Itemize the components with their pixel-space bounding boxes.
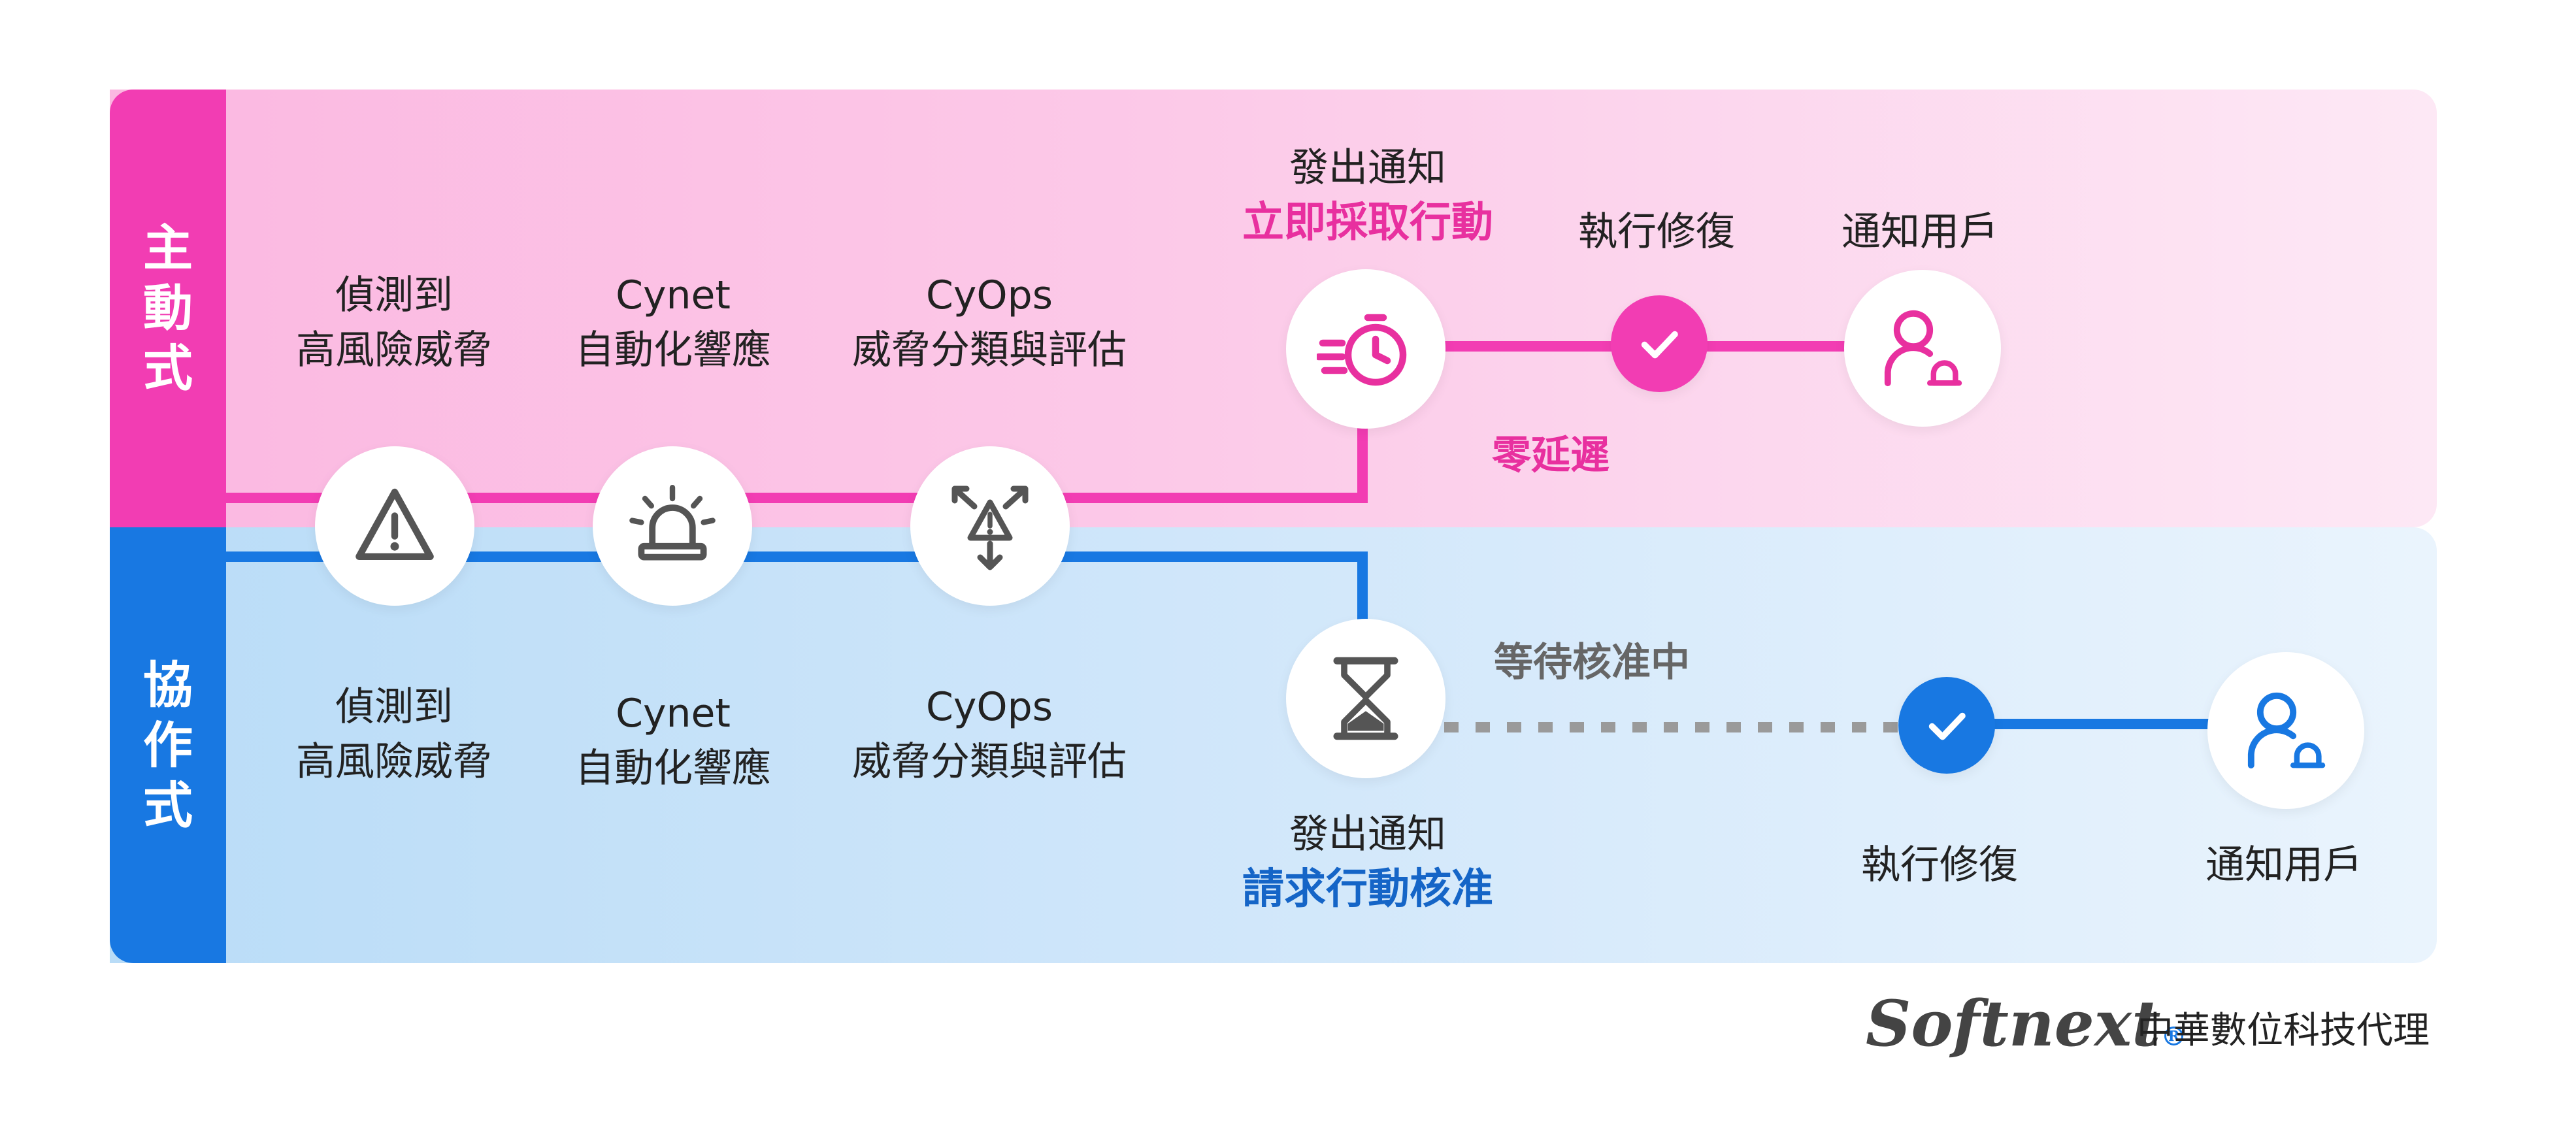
active-mode-label: 主 動 式 xyxy=(110,90,226,527)
warning-triangle-icon xyxy=(315,446,474,606)
step-label: CyOps 威脅分類與評估 xyxy=(852,268,1127,378)
threat-triage-icon xyxy=(910,446,1070,606)
hourglass-icon xyxy=(1286,619,1445,778)
step-label-line: 自動化響應 xyxy=(575,327,771,373)
step-label-line: Cynet xyxy=(616,691,731,736)
collaborative-mode-band xyxy=(110,527,2437,963)
active-mode-char: 式 xyxy=(143,339,193,397)
active-mode-band xyxy=(110,90,2437,527)
notify-action-text: 立即採取行動 xyxy=(1242,199,1493,247)
collab-notify-user-label: 通知用戶 xyxy=(2205,842,2362,888)
notify-action-text: 請求行動核准 xyxy=(1242,865,1493,913)
step-label: Cynet 自動化響應 xyxy=(575,268,771,378)
active-mode-char: 動 xyxy=(143,279,193,337)
brand-registered-mark: ® xyxy=(2160,1021,2187,1052)
collab-notify-label: 發出通知 請求行動核准 xyxy=(1242,807,1493,917)
step-label-line: CyOps xyxy=(926,272,1053,318)
active-mode-char: 主 xyxy=(143,219,193,277)
brand-name: Softnext xyxy=(1866,987,2161,1061)
active-notify-user-label: 通知用戶 xyxy=(1841,209,1998,255)
step-label-line: 偵測到 xyxy=(335,684,453,730)
check-icon xyxy=(1898,677,1995,774)
zero-delay-tag: 零延遲 xyxy=(1492,433,1610,478)
collab-remediate-label: 執行修復 xyxy=(1861,842,2018,888)
active-remediate-label: 執行修復 xyxy=(1578,209,1735,255)
step-label-line: Cynet xyxy=(616,272,731,318)
step-label: CyOps 威脅分類與評估 xyxy=(852,680,1127,789)
active-notify-label: 發出通知 立即採取行動 xyxy=(1242,140,1493,250)
step-label-line: 威脅分類與評估 xyxy=(852,327,1127,373)
user-bell-icon xyxy=(2207,652,2364,809)
collab-mode-char: 作 xyxy=(143,716,193,774)
step-label: 偵測到 高風險威脅 xyxy=(296,268,492,378)
step-label-line: CyOps xyxy=(926,684,1053,730)
collab-mode-char: 協 xyxy=(143,655,193,714)
user-bell-icon xyxy=(1844,270,2001,427)
check-icon xyxy=(1611,295,1708,392)
softnext-logo: Softnext® xyxy=(1866,987,2187,1061)
step-label: Cynet 自動化響應 xyxy=(575,686,771,796)
collab-mode-char: 式 xyxy=(143,776,193,834)
alarm-siren-icon xyxy=(593,446,752,606)
step-label-line: 高風險威脅 xyxy=(296,739,492,785)
notify-line: 發出通知 xyxy=(1289,145,1446,191)
notify-line: 發出通知 xyxy=(1289,812,1446,857)
agent-caption: 中華數位科技代理 xyxy=(2137,1010,2430,1052)
awaiting-approval-tag: 等待核准中 xyxy=(1494,640,1690,685)
step-label-line: 偵測到 xyxy=(335,272,453,318)
step-label-line: 自動化響應 xyxy=(575,746,771,791)
step-label: 偵測到 高風險威脅 xyxy=(296,680,492,789)
fast-timer-icon xyxy=(1286,269,1445,429)
collaborative-mode-label: 協 作 式 xyxy=(110,527,226,963)
step-label-line: 高風險威脅 xyxy=(296,327,492,373)
step-label-line: 威脅分類與評估 xyxy=(852,739,1127,785)
